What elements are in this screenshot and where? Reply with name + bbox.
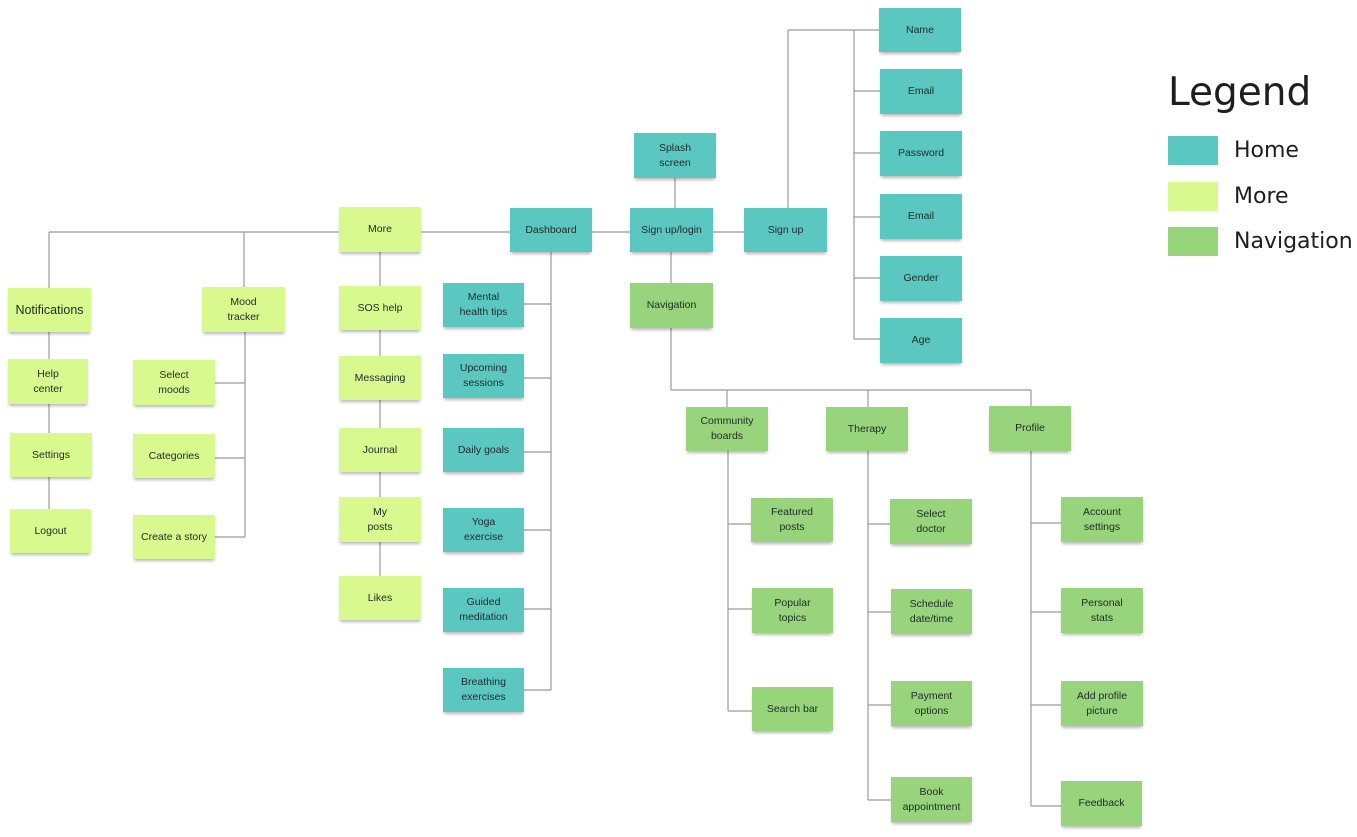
- note-guided-meditation[interactable]: Guided meditation: [443, 588, 524, 632]
- note-messaging[interactable]: Messaging: [339, 356, 421, 400]
- note-create-a-story[interactable]: Create a story: [133, 515, 215, 559]
- note-notifications[interactable]: Notifications: [8, 288, 91, 332]
- note-age[interactable]: Age: [880, 318, 962, 363]
- legend-label-home: Home: [1234, 138, 1299, 163]
- note-sos-help[interactable]: SOS help: [339, 286, 421, 330]
- legend-label-more: More: [1234, 184, 1289, 209]
- note-community-boards[interactable]: Community boards: [686, 407, 768, 451]
- legend-swatch-more: [1168, 182, 1218, 211]
- note-daily-goals[interactable]: Daily goals: [443, 428, 524, 472]
- legend-item-more: More: [1168, 182, 1357, 212]
- note-therapy[interactable]: Therapy: [826, 407, 908, 451]
- note-logout[interactable]: Logout: [10, 509, 91, 553]
- note-account-settings[interactable]: Account settings: [1061, 497, 1143, 542]
- note-gender[interactable]: Gender: [880, 256, 962, 301]
- note-likes[interactable]: Likes: [339, 576, 421, 620]
- note-navigation[interactable]: Navigation: [630, 283, 713, 328]
- note-dashboard[interactable]: Dashboard: [510, 208, 592, 252]
- note-select-doctor[interactable]: Select doctor: [890, 499, 972, 544]
- note-featured-posts[interactable]: Featured posts: [751, 498, 833, 542]
- legend-swatch-navigation: [1168, 227, 1218, 256]
- note-categories[interactable]: Categories: [133, 434, 215, 478]
- legend-label-navigation: Navigation: [1234, 229, 1353, 254]
- note-breathing-exercises[interactable]: Breathing exercises: [443, 668, 524, 712]
- legend-item-home: Home: [1168, 136, 1357, 166]
- note-help-center[interactable]: Help center: [8, 359, 88, 404]
- note-journal[interactable]: Journal: [339, 428, 421, 472]
- note-popular-topics[interactable]: Popular topics: [752, 588, 833, 633]
- note-personal-stats[interactable]: Personal stats: [1061, 588, 1143, 633]
- note-add-profile-picture[interactable]: Add profile picture: [1061, 681, 1143, 726]
- note-yoga-exercise[interactable]: Yoga exercise: [443, 508, 524, 552]
- note-sign-up[interactable]: Sign up: [744, 208, 827, 252]
- note-payment-options[interactable]: Payment options: [891, 681, 972, 726]
- note-search-bar[interactable]: Search bar: [752, 687, 833, 731]
- note-email[interactable]: Email: [880, 69, 962, 114]
- note-upcoming-sessions[interactable]: Upcoming sessions: [443, 354, 524, 398]
- note-more[interactable]: More: [339, 207, 421, 252]
- note-settings[interactable]: Settings: [10, 433, 92, 477]
- note-password[interactable]: Password: [880, 131, 962, 176]
- note-name[interactable]: Name: [879, 8, 961, 52]
- note-mood-tracker[interactable]: Mood tracker: [202, 287, 285, 332]
- note-sign-up-login[interactable]: Sign up/login: [630, 208, 713, 252]
- legend-swatch-home: [1168, 136, 1218, 165]
- note-mental-health-tips[interactable]: Mental health tips: [443, 283, 524, 327]
- note-schedule-date-time[interactable]: Schedule date/time: [891, 589, 972, 634]
- note-feedback[interactable]: Feedback: [1061, 781, 1142, 826]
- note-profile[interactable]: Profile: [989, 406, 1071, 451]
- note-splash-screen[interactable]: Splash screen: [634, 133, 716, 178]
- note-email-2[interactable]: Email: [880, 194, 962, 239]
- note-book-appointment[interactable]: Book appointment: [891, 777, 972, 822]
- note-my-posts[interactable]: My posts: [339, 497, 421, 542]
- legend-item-navigation: Navigation: [1168, 227, 1357, 257]
- legend: Legend Home More Navigation: [1168, 70, 1357, 270]
- legend-title: Legend: [1168, 70, 1312, 115]
- note-select-moods[interactable]: Select moods: [133, 360, 215, 405]
